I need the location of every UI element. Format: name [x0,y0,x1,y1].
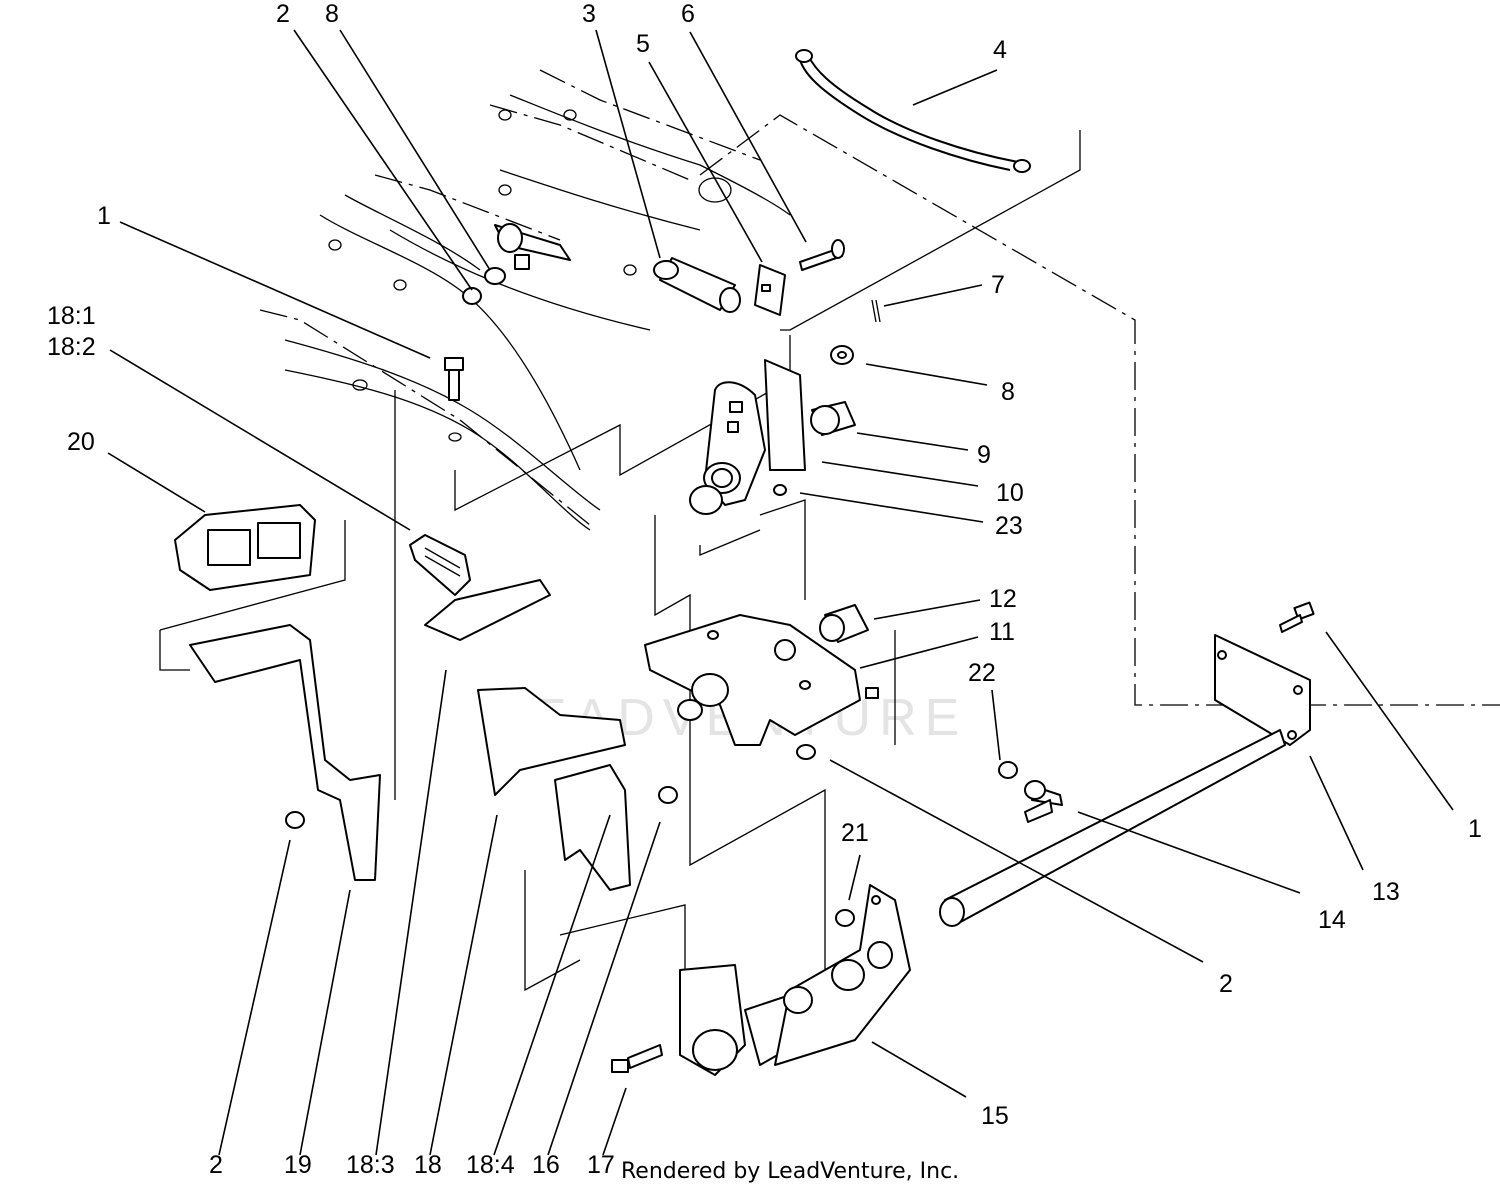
callout-12: 12 [989,585,1017,613]
callout-6: 6 [681,0,695,28]
part-bushing-left [689,485,723,515]
part-ball-joint-14 [1024,780,1063,823]
frame-rails [284,94,791,531]
part-nut-21 [835,909,855,927]
callout-18-1: 18:1 [47,302,96,330]
callout-8-right: 8 [1001,378,1015,406]
part-bolt-1-right [1279,601,1315,633]
callout-19: 19 [284,1151,312,1179]
part-pedal-pad-20 [174,504,316,591]
part-pedal-cover-18-3 [424,579,551,641]
callout-18: 18 [414,1151,442,1179]
part-tube-3 [653,257,741,313]
callout-1-right: 1 [1468,815,1482,843]
part-lower-bracket-15 [679,884,911,1076]
callout-1-left: 1 [97,202,111,230]
callout-4: 4 [993,36,1007,64]
part-pivot-bracket-11 [644,614,861,746]
part-nut-23 [773,484,787,496]
callout-14: 14 [1318,906,1346,934]
callout-18-4: 18:4 [466,1151,515,1179]
part-clevis-pin-6 [799,239,845,271]
part-pedal-pad-18-1 [409,534,471,596]
part-rod [795,49,1031,173]
callout-20: 20 [67,428,95,456]
part-nut-2-top [462,287,482,305]
callout-21: 21 [841,819,869,847]
callout-17: 17 [587,1151,615,1179]
part-pedal-18 [477,687,626,796]
callout-18-2: 18:2 [47,333,96,361]
callout-16: 16 [532,1151,560,1179]
callout-15: 15 [981,1102,1009,1130]
callout-3: 3 [582,0,596,28]
leader-lines [107,29,1454,1156]
part-cotter-pin-7 [871,299,881,323]
part-bolt-1-left [444,357,464,401]
part-nut-2-left [285,811,305,829]
callout-23: 23 [995,512,1023,540]
callout-18-3: 18:3 [346,1151,395,1179]
part-pedal-mount-18-4 [554,764,631,891]
callouts: 2 8 3 5 6 4 1 7 8 18:1 18:2 9 20 10 23 1… [47,0,1482,1179]
part-nut-2-center [796,744,816,760]
part-pin-small [865,687,879,699]
callout-2-bottom: 2 [209,1151,223,1179]
part-nut-16 [658,786,678,804]
part-bolt-17 [611,1044,663,1073]
part-bushing-12 [819,604,869,643]
callout-22: 22 [968,659,996,687]
callout-2-right: 2 [1219,970,1233,998]
callout-2-top: 2 [276,0,290,28]
part-pedal-arm-19 [189,624,381,881]
callout-10: 10 [996,479,1024,507]
callout-11: 11 [989,618,1015,646]
part-bushing-9 [810,401,856,436]
part-cable [494,223,571,270]
part-bracket-5 [754,264,786,316]
part-nut-22 [998,761,1018,779]
callout-7: 7 [991,271,1005,299]
callout-5: 5 [636,30,650,58]
credit-text: Rendered by LeadVenture, Inc. [621,1159,959,1184]
callout-13: 13 [1372,878,1400,906]
callout-8-top: 8 [325,0,339,28]
part-arm-10 [703,359,806,506]
callout-9: 9 [977,441,991,469]
part-washer-8-top [484,267,506,285]
part-shaft-plate-13 [939,634,1311,927]
